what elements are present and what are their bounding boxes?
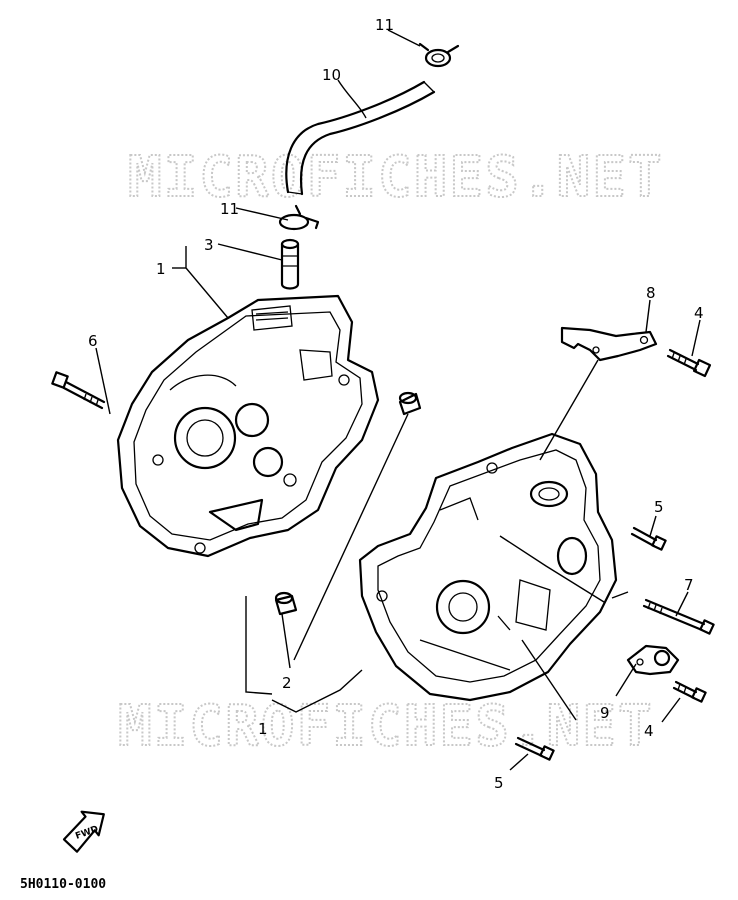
callout-1-top: 1 <box>156 260 166 278</box>
dowel-pin-lower <box>274 591 298 616</box>
callout-1-bottom: 1 <box>258 720 268 738</box>
bolt-5-bottom <box>514 736 555 761</box>
callout-4-top: 4 <box>694 304 704 322</box>
fwd-arrow-icon: FWD <box>62 810 105 853</box>
callout-8: 8 <box>646 284 656 302</box>
callout-11-mid: 11 <box>220 200 239 218</box>
watermark-top: MICROFICHES.NET <box>128 145 664 210</box>
hose-clip-top <box>418 42 460 68</box>
bolt-4-bottom <box>672 680 707 703</box>
callout-10: 10 <box>322 66 341 84</box>
callout-2: 2 <box>282 674 292 692</box>
watermark-bottom: MICROFICHES.NET <box>118 694 654 759</box>
callout-5-bottom: 5 <box>494 774 504 792</box>
callout-4-bottom: 4 <box>644 722 654 740</box>
crankcase-right-half <box>358 432 618 702</box>
bolt-5-mid <box>630 526 667 551</box>
crankcase-left-half <box>116 294 380 558</box>
clamp-9 <box>626 644 680 676</box>
breather-hose <box>285 80 436 196</box>
callout-6: 6 <box>88 332 98 350</box>
callout-5-mid: 5 <box>654 498 664 516</box>
leader-lines <box>95 29 701 771</box>
callout-7: 7 <box>684 576 694 594</box>
diagram-code: 5H0110-0100 <box>20 877 106 892</box>
dowel-pin-upper <box>398 391 422 416</box>
callout-11-top: 11 <box>375 16 394 34</box>
bolt-4-top <box>666 348 712 378</box>
hose-clip-mid <box>278 204 320 231</box>
callout-9: 9 <box>600 704 610 722</box>
callout-3: 3 <box>204 236 214 254</box>
bracket-8 <box>560 326 658 362</box>
bolt-6 <box>51 371 106 410</box>
breather-pipe <box>280 238 300 290</box>
bolt-7 <box>642 598 715 635</box>
